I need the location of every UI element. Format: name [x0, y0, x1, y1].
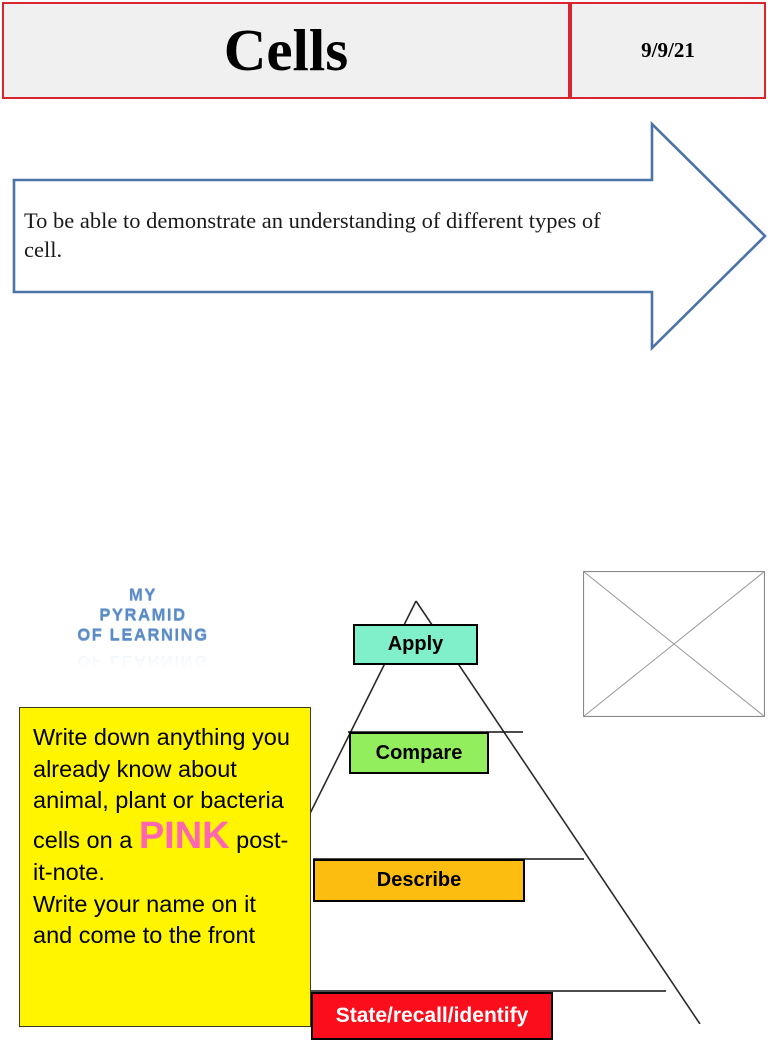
objective-text: To be able to demonstrate an understandi…	[24, 208, 601, 262]
pyramid-tier-state[interactable]: State/recall/identify	[311, 992, 553, 1040]
instruction-note: Write down anything you already know abo…	[19, 707, 311, 1027]
pyramid-tier-apply-label: Apply	[387, 633, 444, 655]
pyramid-tier-apply[interactable]: Apply	[353, 624, 478, 665]
note-text-after-pink: post-it-note.	[33, 827, 289, 885]
wordart-line-3: OF LEARNING	[77, 626, 209, 645]
pyramid-right-edge	[415, 600, 701, 1024]
note-paragraph-1: Write down anything you already know abo…	[33, 722, 297, 889]
header-date-cell: 9/9/21	[570, 2, 766, 99]
pyramid-wordart-title: MY PYRAMID OF LEARNING	[48, 585, 238, 645]
note-paragraph-2: Write your name on it and come to the fr…	[33, 890, 256, 949]
pyramid-tier-describe[interactable]: Describe	[313, 859, 525, 902]
page-title: Cells	[223, 17, 349, 83]
header-table: Cells 9/9/21	[2, 2, 766, 99]
pyramid-tier-compare[interactable]: Compare	[349, 732, 489, 774]
header-date: 9/9/21	[641, 38, 695, 62]
pyramid-tier-compare-label: Compare	[375, 741, 463, 764]
arrow-shape-icon	[12, 120, 767, 352]
missing-image-placeholder-icon	[583, 571, 765, 717]
objective-arrow-banner: To be able to demonstrate an understandi…	[12, 120, 768, 352]
note-pink-keyword: PINK	[138, 815, 230, 858]
pyramid-tier-describe-label: Describe	[376, 869, 462, 891]
wordart-line-1: MY	[129, 586, 157, 604]
pyramid-tier-state-label: State/recall/identify	[335, 1004, 529, 1027]
header-title-cell: Cells	[2, 2, 570, 99]
note-text-before-pink: Write down anything you already know abo…	[33, 724, 290, 854]
wordart-line-2: PYRAMID	[99, 606, 187, 625]
